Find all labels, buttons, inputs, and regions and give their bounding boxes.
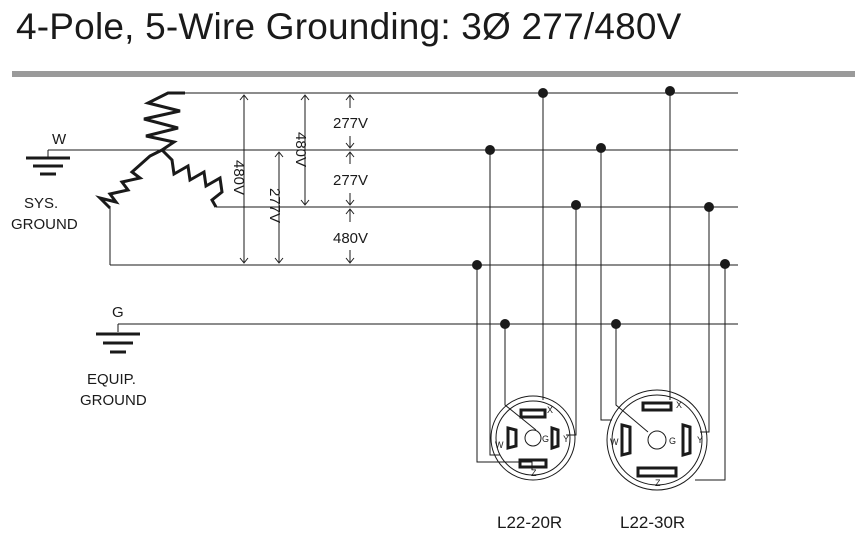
receptacle-name-l22-20r: L22-20R xyxy=(497,513,562,532)
equipment-ground-symbol xyxy=(96,324,140,354)
junction-dot xyxy=(596,143,606,153)
voltage-label-480-y-z: 480V xyxy=(333,230,368,247)
transformer-wye xyxy=(95,91,224,265)
junction-dot xyxy=(720,259,730,269)
junction-dot xyxy=(485,145,495,155)
terminal-label-x: X xyxy=(676,400,682,410)
equip-ground-wire-label: G xyxy=(112,304,124,321)
equip-ground-label-1: EQUIP. xyxy=(87,371,136,388)
terminal-label-y: Y xyxy=(563,434,569,444)
terminal-label-w: W xyxy=(495,440,504,450)
junction-dot xyxy=(665,86,675,96)
neutral-label: W xyxy=(52,131,67,148)
receptacle-l22-20r xyxy=(490,395,576,481)
terminal-label-w: W xyxy=(610,437,619,447)
voltage-arrows xyxy=(239,94,355,264)
voltage-label-277-w-y: 277V xyxy=(333,172,368,189)
title-divider xyxy=(12,71,855,77)
feed-wires-l22-30r xyxy=(600,91,726,481)
junction-dot xyxy=(538,88,548,98)
terminal-label-y: Y xyxy=(697,435,703,445)
junction-dot xyxy=(500,319,510,329)
voltage-label-480-vertical-b: 480V xyxy=(292,132,309,167)
junction-dot xyxy=(472,260,482,270)
terminal-label-g: G xyxy=(542,434,549,444)
terminal-label-z: Z xyxy=(531,468,537,478)
sys-ground-label-2: GROUND xyxy=(11,216,78,233)
voltage-label-277-vertical-a: 277V xyxy=(266,188,283,223)
terminal-label-x: X xyxy=(547,405,553,415)
terminal-label-z: Z xyxy=(655,478,661,488)
receptacle-name-l22-30r: L22-30R xyxy=(620,513,685,532)
system-ground-symbol xyxy=(26,149,70,176)
sys-ground-label-1: SYS. xyxy=(24,195,58,212)
junction-dot xyxy=(611,319,621,329)
junction-dot xyxy=(704,202,714,212)
receptacle-l22-30r xyxy=(606,389,708,491)
voltage-label-277-x-w: 277V xyxy=(333,115,368,132)
feed-wires-l22-20r xyxy=(476,93,577,470)
equip-ground-label-2: GROUND xyxy=(80,392,147,409)
page-title: 4-Pole, 5-Wire Grounding: 3Ø 277/480V xyxy=(16,6,682,47)
terminal-label-g: G xyxy=(669,436,676,446)
voltage-label-480-vertical-a: 480V xyxy=(230,160,247,195)
junction-dot xyxy=(571,200,581,210)
